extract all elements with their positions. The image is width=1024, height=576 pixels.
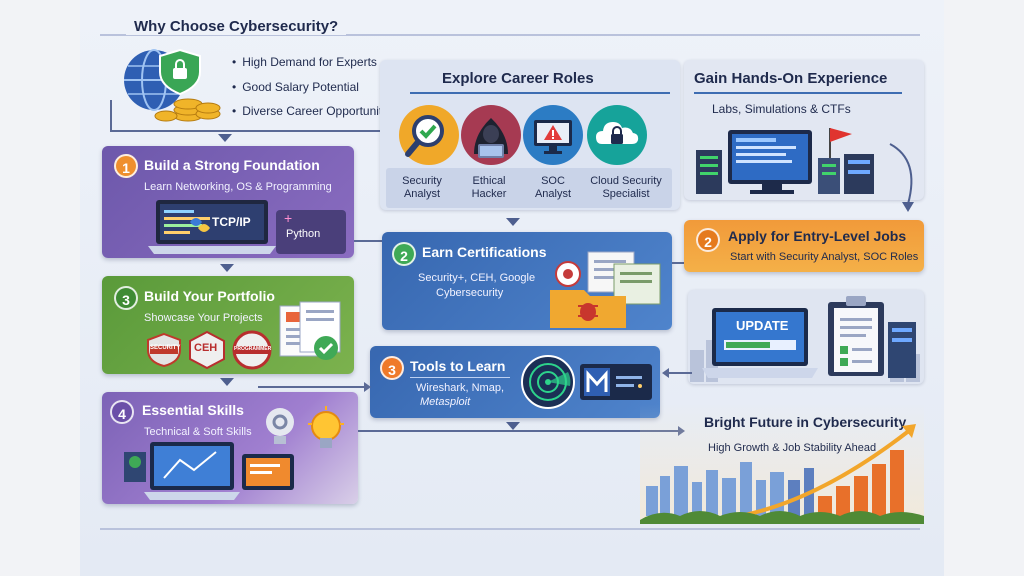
connector-skills-future [358,430,678,432]
role-label: Security Analyst [388,175,456,201]
role-label: SOC Analyst [520,175,586,201]
role-line: Hacker [471,188,507,200]
role-line: SOC [541,175,565,187]
tools-line: Wireshark, Nmap, [416,382,505,394]
portfolio-subtitle: Showcase Your Projects [144,312,263,324]
hacker-laptop-icon [461,105,521,165]
step-number-badge: 3 [114,286,138,310]
role-line: Analyst [534,188,572,200]
step-number-badge: 1 [114,154,138,178]
infographic-canvas: Why Choose Cybersecurity? High Demand fo… [80,0,944,576]
why-bullet: High Demand for Experts [232,55,377,69]
role-label: Ethical Hacker [456,175,522,201]
arrow-head [218,134,232,142]
clipboard-icon [828,296,884,376]
warning-monitor-icon [523,105,583,165]
step-number-badge: 3 [380,356,404,380]
skills-subtitle: Technical & Soft Skills [144,426,252,438]
apply-subtitle: Start with Security Analyst, SOC Roles [730,251,919,263]
step-number-badge: 4 [110,400,134,424]
cloud-lock-icon [587,105,647,165]
certifications-line: Security+, CEH, Google [418,272,536,284]
roles-label-strip [386,168,672,208]
growth-skyline-icon [640,424,924,524]
apply-card [684,220,924,272]
radar-icon [521,355,575,409]
skills-title: Essential Skills [142,402,244,418]
badge-hexagon-icon [189,330,225,370]
code-laptop-icon [148,200,276,254]
connector-foundation-certs [354,240,382,242]
top-divider [100,34,920,36]
arrow-head [662,368,669,378]
magnifier-check-icon [399,105,459,165]
lightbulb-icon [308,406,344,448]
step-number-badge: 2 [696,228,720,252]
arrow-head [220,264,234,272]
why-title: Why Choose Cybersecurity? [126,18,347,35]
tcp-ip-screen-text: TCP/IP [212,215,251,229]
certifications-line: Cybersecurity [436,287,504,299]
arrow-head [364,382,371,392]
connector-portfolio-tools [258,386,366,388]
connector-why-roles [110,100,112,130]
step-number-badge: 2 [392,242,416,266]
plus-icon: + [284,210,293,226]
foundation-subtitle: Learn Networking, OS & Programming [144,181,332,193]
badge-shield-icon [147,332,181,368]
role-line: Specialist [602,188,650,200]
portfolio-title: Build Your Portfolio [144,288,275,304]
tools-title: Tools to Learn [410,358,506,374]
role-label: Cloud Security Specialist [584,175,668,201]
update-screen-text: UPDATE [736,318,789,333]
hands-on-title: Gain Hands-On Experience [694,70,888,87]
metasploit-terminal-icon [580,364,652,400]
arrow-head [506,422,520,430]
python-tag-label: Python [286,228,321,240]
python-tag: Python + [276,210,346,254]
server-tower-icon [888,322,916,378]
hands-on-subtitle: Labs, Simulations & CTFs [712,102,851,116]
arrow-head [506,218,520,226]
skills-workstation-icon [124,442,294,500]
explore-underline [410,92,670,94]
bottom-divider [100,528,920,530]
why-bullet: Diverse Career Opportunities [232,104,397,118]
foundation-title: Build a Strong Foundation [144,157,320,173]
connector-certs-apply [672,262,684,264]
gear-head-icon [266,408,294,444]
update-arrow [668,372,692,374]
role-line: Security [402,175,442,187]
globe-coins-icon [124,48,221,122]
tools-underline [410,377,510,378]
connector-why-roles [110,130,380,132]
arrow-head [220,378,234,386]
certificate-folder-icon [550,251,661,328]
badge-label: PROGRAMMER [234,346,272,352]
curved-arrow [889,143,914,212]
badge-round-icon [232,330,272,370]
role-line: Analyst [403,188,441,200]
badge-label: SECURITY [150,345,181,351]
documents-check-icon [279,301,341,360]
lab-workstation-icon [696,128,874,194]
role-line: Ethical [472,175,506,187]
hands-on-underline [694,92,902,94]
role-line: Cloud Security [590,175,662,187]
explore-title: Explore Career Roles [442,70,594,87]
why-bullet: Good Salary Potential [232,80,359,94]
apply-title: Apply for Entry-Level Jobs [728,228,907,244]
future-title: Bright Future in Cybersecurity [704,414,907,430]
badge-label: CEH [194,342,218,354]
certifications-title: Earn Certifications [422,244,547,260]
tools-line: Metasploit [420,396,471,408]
update-laptop-icon [702,308,818,378]
future-subtitle: High Growth & Job Stability Ahead [708,442,877,454]
